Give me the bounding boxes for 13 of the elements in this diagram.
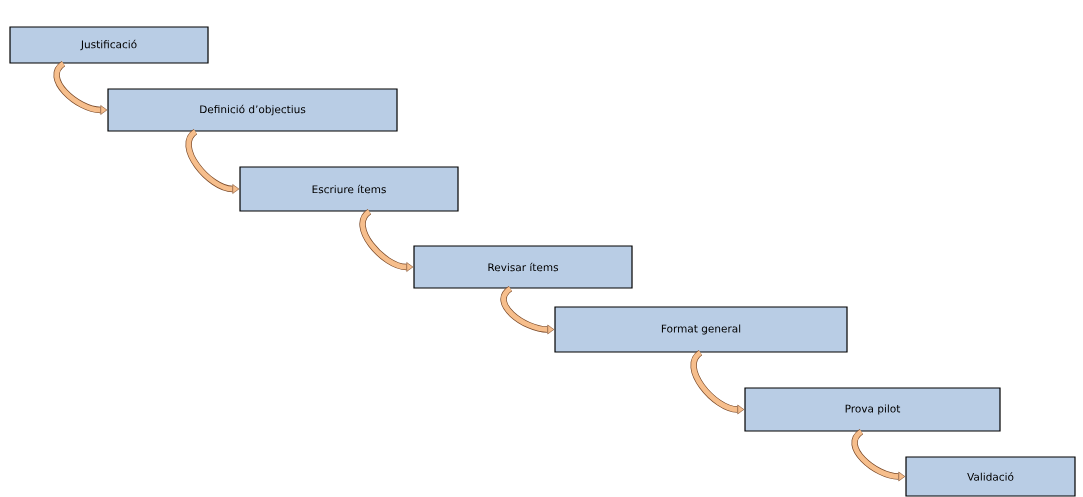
curved-arrow — [851, 429, 906, 482]
process-box: Revisar ítems — [413, 245, 633, 289]
process-box: Justificació — [9, 26, 209, 64]
curved-arrow — [185, 129, 240, 194]
curved-arrow — [359, 209, 414, 272]
curved-arrow — [690, 350, 745, 415]
process-box: Format general — [554, 306, 848, 353]
curved-arrow — [53, 61, 108, 115]
process-box: Prova pilot — [744, 387, 1001, 432]
process-box: Validació — [905, 456, 1076, 497]
process-box: Definició d’objectius — [107, 88, 398, 132]
process-box: Escriure ítems — [239, 166, 459, 212]
curved-arrow — [500, 286, 555, 335]
